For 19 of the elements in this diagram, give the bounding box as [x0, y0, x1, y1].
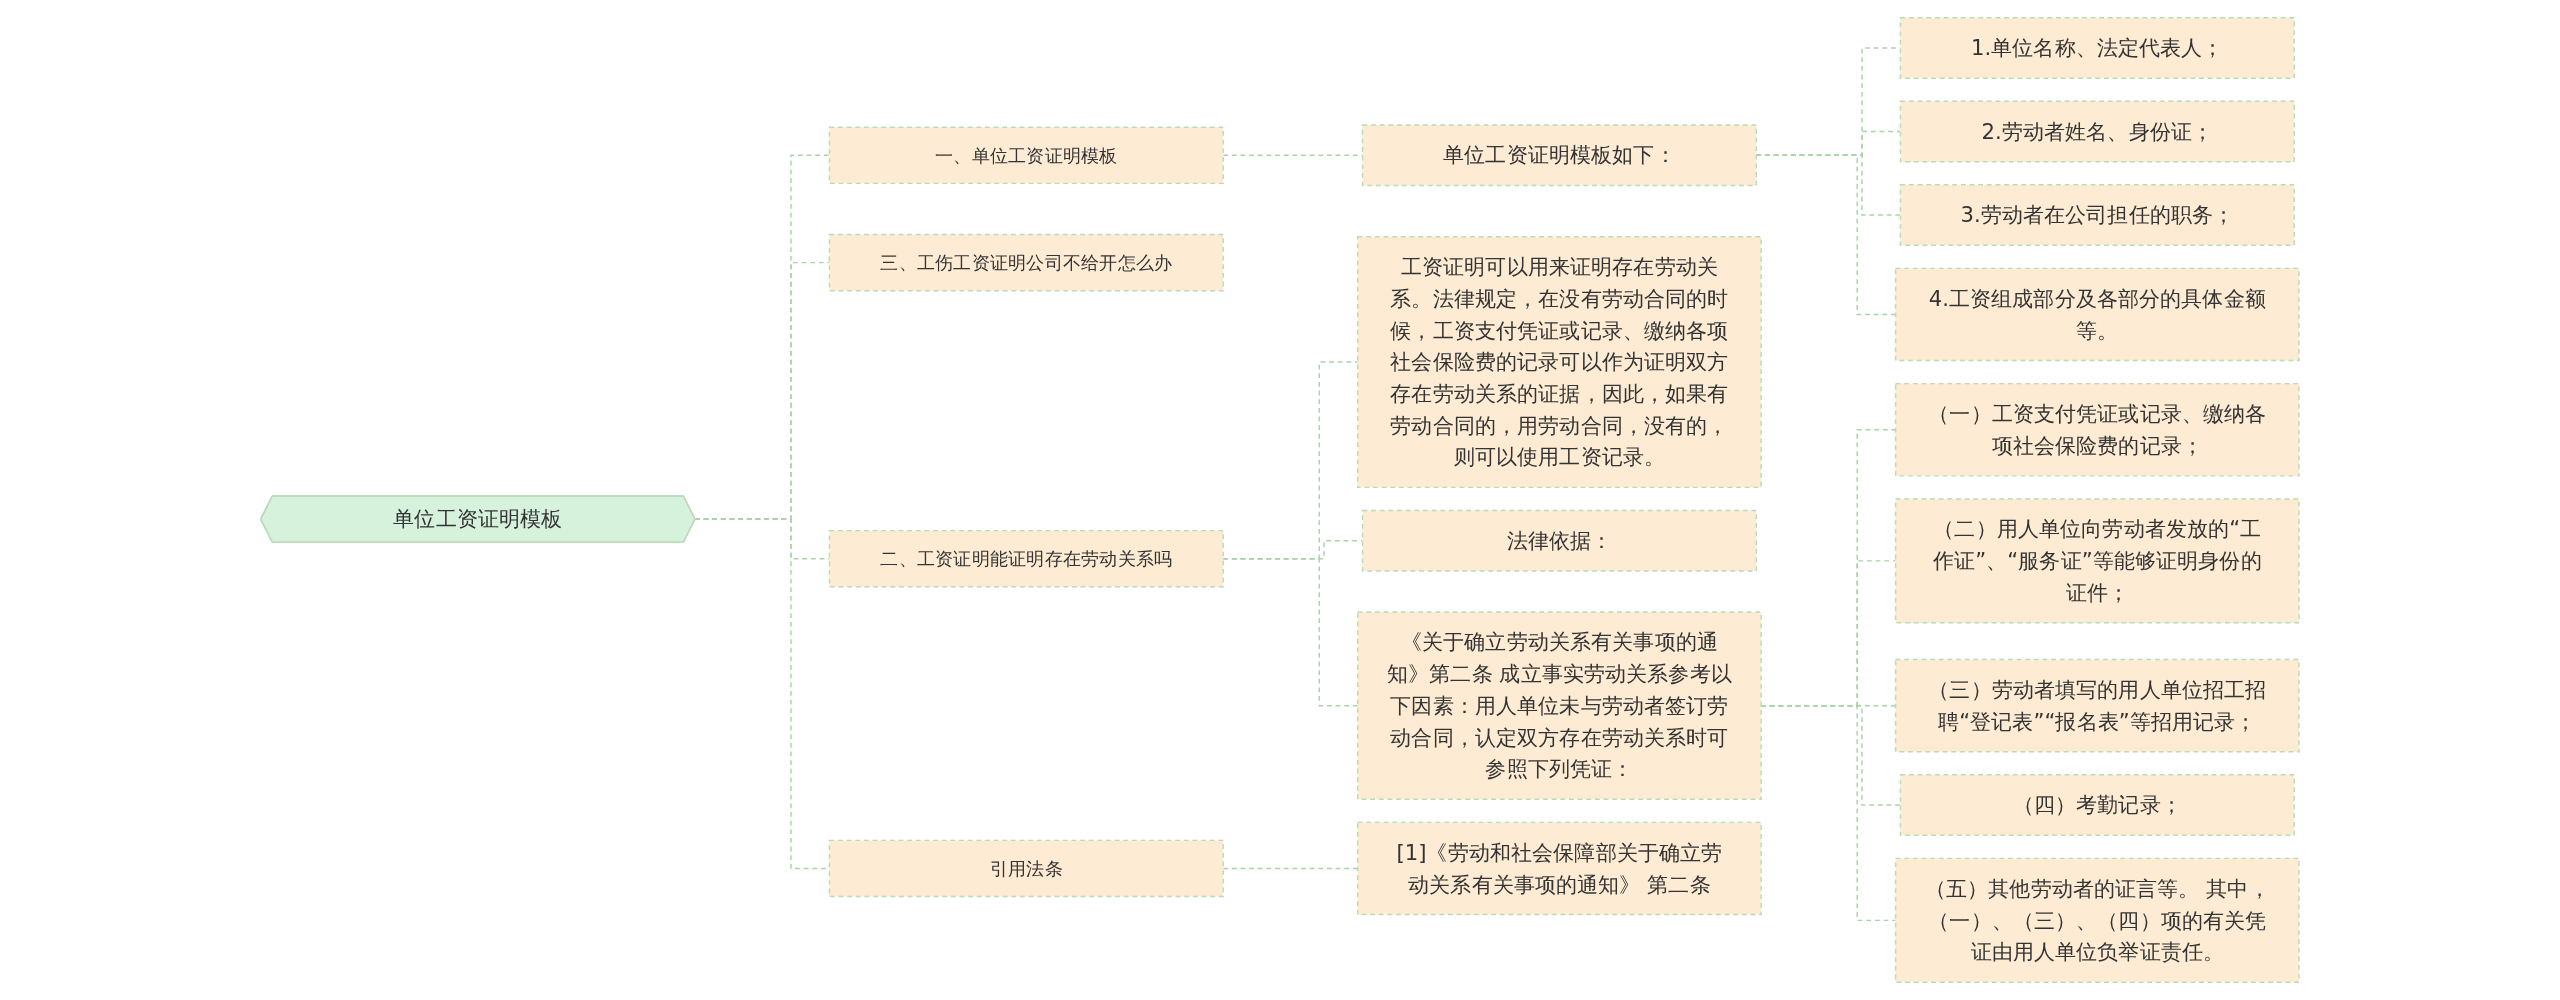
node-box: （五）其他劳动者的证言等。 其中，（一）、（三）、（四）项的有关凭证由用人单位负举证责任。 [1895, 857, 2300, 983]
node-box: 2.劳动者姓名、身份证； [1899, 100, 2296, 163]
node-box: （三）劳动者填写的用人单位招工招聘“登记表”“报名表”等招用记录； [1895, 658, 2300, 753]
node-box: 《关于确立劳动关系有关事项的通知》第二条 成立事实劳动关系参考以下因素：用人单位未与劳动者签订劳动合同，认定双方存在劳动关系时可参照下列凭证： [1357, 611, 1762, 801]
node-box: 法律依据： [1361, 509, 1758, 572]
node-box: （四）考勤记录； [1899, 774, 2296, 837]
node-box: 单位工资证明模板如下： [1361, 124, 1758, 187]
node-box: [1]《劳动和社会保障部关于确立劳动关系有关事项的通知》 第二条 [1357, 821, 1762, 916]
connector [1760, 704, 1897, 922]
node-box: 二、工资证明能证明存在劳动关系吗 [828, 529, 1225, 588]
node-box: 1.单位名称、法定代表人； [1899, 16, 2296, 79]
node-box: 工资证明可以用来证明存在劳动关系。法律规定，在没有劳动合同的时候，工资支付凭证或记录、缴纳各项社会保险费的记录可以作为证明双方存在劳动关系的证据，因此，如果有劳动合同的，用劳动合同，没有的，则可以使用工资记录。 [1357, 235, 1762, 489]
node-box: 引用法条 [828, 839, 1225, 898]
node-box: （一）工资支付凭证或记录、缴纳各项社会保险费的记录； [1895, 382, 2300, 477]
node-box: （二）用人单位向劳动者发放的“工作证”、“服务证”等能够证明身份的证件； [1895, 498, 2300, 624]
node-box: 4.工资组成部分及各部分的具体金额等。 [1895, 267, 2300, 362]
node-box: 3.劳动者在公司担任的职务； [1899, 184, 2296, 247]
node-box: 三、工伤工资证明公司不给开怎么办 [828, 233, 1225, 292]
node-box: 一、单位工资证明模板 [828, 126, 1225, 185]
